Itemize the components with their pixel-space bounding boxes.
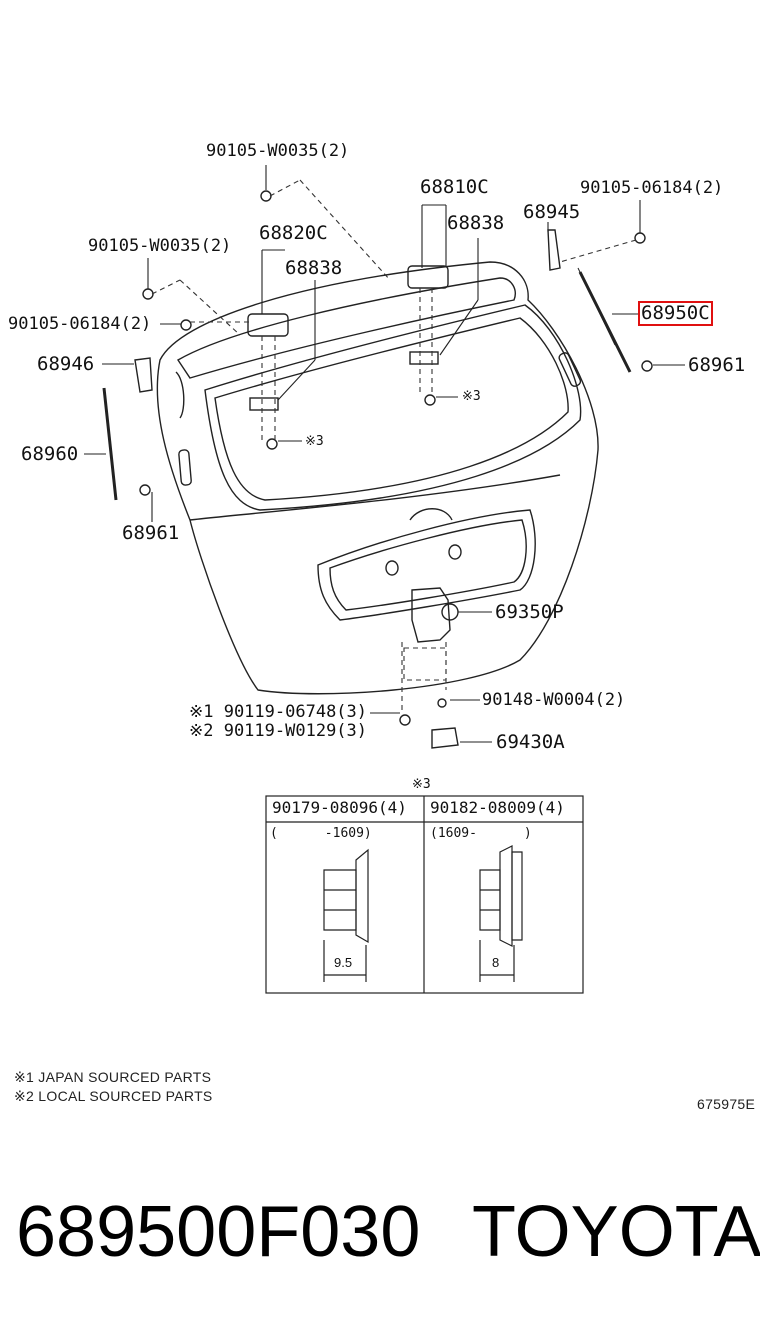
latch-69350p (411, 587, 451, 643)
hinge-left (247, 313, 289, 337)
label-90119-w0129: ※2 90119-W0129(3) (189, 721, 368, 741)
label-ref3-right: ※3 (462, 389, 481, 404)
nut-left (323, 848, 369, 982)
footer-brand: TOYOTA (472, 1192, 760, 1272)
label-68838-left: 68838 (285, 257, 343, 279)
label-69350p: 69350P (495, 601, 564, 623)
bracket-68946 (134, 357, 153, 393)
label-68946: 68946 (37, 353, 95, 375)
nut-right (479, 845, 523, 982)
label-68950c-highlighted[interactable]: 68950C (638, 301, 713, 326)
stay-left (102, 387, 118, 501)
rear-window-outline (204, 304, 582, 511)
label-69430a: 69430A (496, 731, 565, 753)
footer-part-number: 689500F030 (16, 1192, 421, 1272)
detail-col2-range: (1609- ) (430, 826, 532, 841)
detail-col2-part: 90182-08009(4) (430, 798, 565, 817)
label-90148-w0004: 90148-W0004(2) (482, 690, 626, 710)
label-90119-06748: ※1 90119-06748(3) (189, 702, 368, 722)
switch-69430a (431, 727, 459, 749)
label-ref3-left: ※3 (305, 434, 324, 449)
label-68820c: 68820C (259, 222, 328, 244)
label-68945: 68945 (523, 201, 581, 223)
diagram-code: 675975E (697, 1096, 756, 1112)
spoiler-outline (177, 277, 516, 379)
detail-table (265, 795, 584, 994)
label-68961-right: 68961 (688, 354, 746, 376)
note-local-sourced: ※2 LOCAL SOURCED PARTS (14, 1088, 213, 1104)
back-door-outline (156, 261, 599, 695)
label-68838-right: 68838 (447, 212, 505, 234)
label-68810c: 68810C (420, 176, 489, 198)
label-90105-w0035-top: 90105-W0035(2) (206, 141, 350, 161)
label-90105-06184-right: 90105-06184(2) (580, 178, 724, 198)
license-recess (317, 509, 536, 621)
bracket-68945 (547, 229, 561, 271)
hinge-right (407, 265, 449, 289)
detail-col1-part: 90179-08096(4) (272, 798, 407, 817)
detail-col2-dim: 8 (492, 955, 500, 970)
note-japan-sourced: ※1 JAPAN SOURCED PARTS (14, 1069, 212, 1085)
detail-col1-dim: 9.5 (334, 955, 353, 970)
detail-col1-range: ( -1609) (270, 826, 372, 841)
label-68960: 68960 (21, 443, 79, 465)
label-90105-w0035-left: 90105-W0035(2) (88, 236, 232, 256)
label-90105-06184-left: 90105-06184(2) (8, 314, 152, 334)
label-68961-left: 68961 (122, 522, 180, 544)
bolts (139, 190, 653, 726)
detail-marker: ※3 (412, 777, 431, 792)
